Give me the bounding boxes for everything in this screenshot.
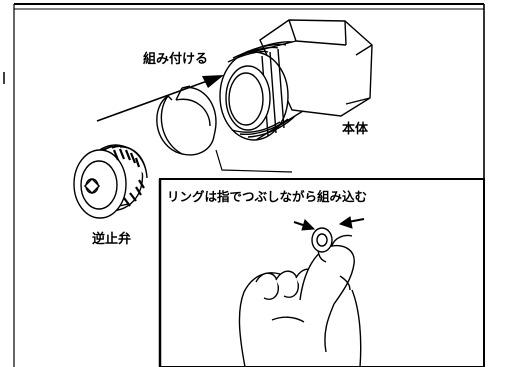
squeeze-arrows — [293, 216, 365, 231]
body-label: 本体 — [342, 122, 369, 137]
split-ring — [156, 85, 217, 156]
body-part — [219, 19, 373, 141]
inset-leader-line — [215, 149, 293, 173]
check-valve-threads — [112, 148, 145, 207]
check-valve-part — [73, 144, 148, 219]
assemble-label: 組み付ける — [143, 52, 209, 67]
assembly-arrow — [96, 75, 224, 122]
ring-in-fingers — [311, 227, 333, 253]
check-valve-label: 逆止弁 — [92, 232, 132, 247]
hand-squeezing-ring — [238, 234, 362, 367]
inset-instruction-label: リングは指でつぶしながら組み込む — [167, 189, 368, 204]
inset-panel — [158, 178, 485, 367]
